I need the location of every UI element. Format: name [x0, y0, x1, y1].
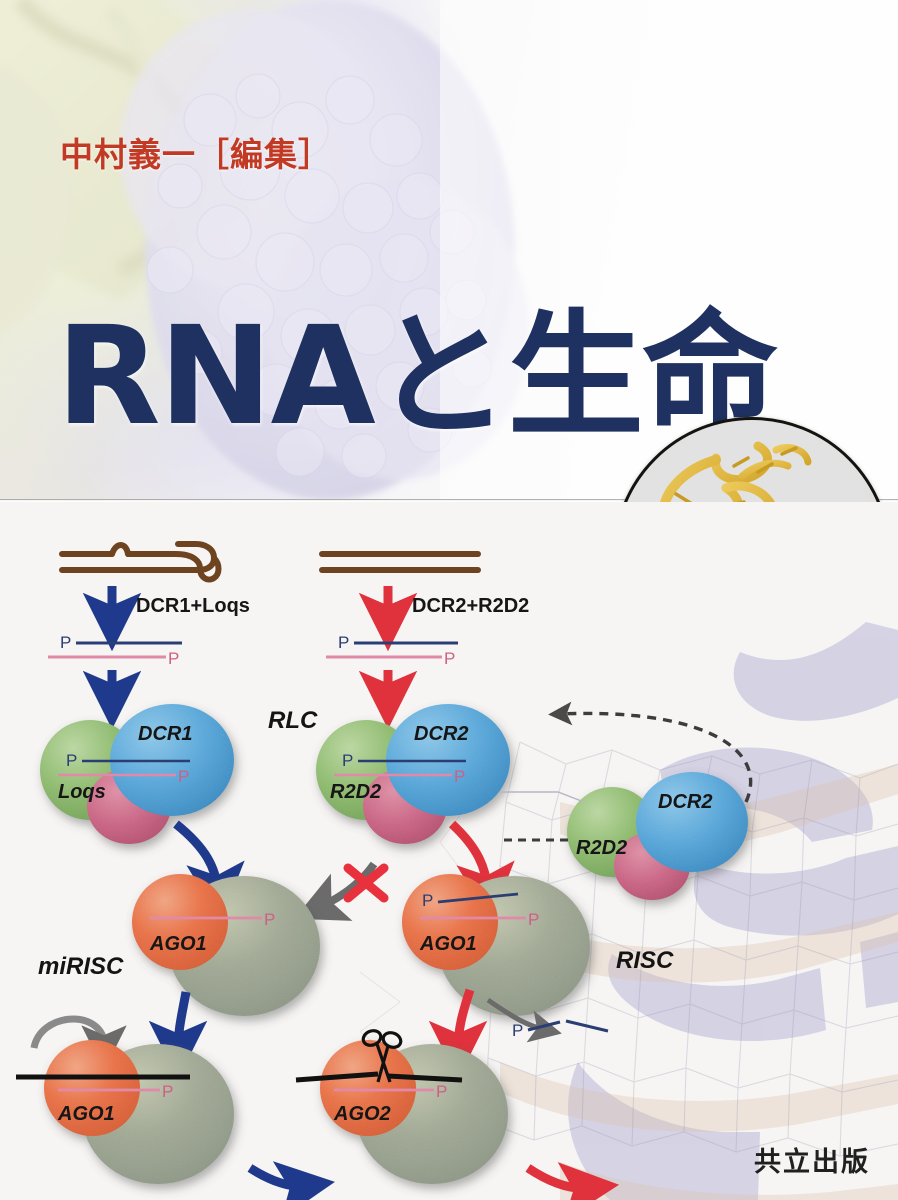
complex-right-p-5prime: P — [342, 751, 353, 770]
sirna-duplex-left: P P — [48, 633, 182, 668]
faint-connector-line — [500, 791, 585, 803]
arrow-mirisc-to-target — [148, 991, 208, 1080]
label-dcr1: DCR1 — [138, 723, 192, 745]
ago2-target-complex: P AGO2 — [295, 1029, 508, 1184]
editor-credit: 中村義一［編集］ — [60, 135, 332, 174]
surface-mesh-lines — [485, 741, 898, 1157]
risc-ago1-complex: P P AGO1 — [402, 874, 590, 1016]
risc-p-5prime: P — [422, 891, 433, 910]
dcr1-loqs-complex: DCR1 Loqs P P — [40, 704, 234, 844]
arrow-risc-outcome — [525, 1162, 620, 1200]
label-ago1-mirisc: AGO1 — [149, 933, 207, 955]
arrow-crosstalk-blocked — [294, 861, 378, 921]
ago2-target-p-label: P — [436, 1082, 447, 1101]
cover-bottom-diagram-panel: DCR1+Loqs DCR2+R2D2 P P P P — [0, 502, 898, 1200]
target-mrna-right-3p — [387, 1073, 463, 1083]
sirna-duplex-right: P P — [326, 633, 458, 668]
cover-top-artwork — [0, 0, 898, 500]
duplex-left-p-5prime: P — [60, 633, 71, 652]
label-ago1-risc: AGO1 — [419, 933, 477, 955]
duplex-left-p-3prime: P — [168, 649, 179, 668]
duplex-right-p-5prime: P — [338, 633, 349, 652]
pre-mirna-hairpin — [59, 541, 222, 583]
arrow-risc-to-target — [428, 988, 488, 1080]
label-dcr2: DCR2 — [414, 723, 468, 745]
label-dcr1-loqs: DCR1+Loqs — [136, 595, 250, 617]
target-mrna-right-5p — [295, 1071, 379, 1083]
label-rlc: RLC — [268, 707, 318, 734]
risc-p-3prime: P — [528, 910, 539, 929]
arrow-passenger-strand-release — [486, 997, 562, 1043]
label-r2d2-recycled: R2D2 — [576, 837, 627, 859]
long-dsrna — [319, 551, 481, 573]
label-dcr2-r2d2: DCR2+R2D2 — [412, 595, 529, 617]
arrow-translational-repression-loop — [30, 1015, 127, 1071]
book-title: RNAと生命 — [56, 298, 778, 457]
panel-divider-highlight — [0, 501, 898, 502]
label-r2d2: R2D2 — [330, 781, 381, 803]
rna-silencing-pathway-diagram: DCR1+Loqs DCR2+R2D2 P P P P — [16, 541, 753, 1200]
label-loqs: Loqs — [58, 781, 106, 803]
dcr2-r2d2-rlc-complex: DCR2 R2D2 P P — [316, 704, 510, 844]
released-passenger-strand: P — [512, 1019, 609, 1040]
background-helix-watermark — [359, 622, 898, 1200]
label-dcr2-recycled: DCR2 — [658, 791, 712, 813]
passenger-p-label: P — [512, 1021, 523, 1040]
red-x-block-icon — [343, 863, 389, 903]
label-risc: RISC — [616, 947, 674, 974]
complex-left-p-5prime: P — [66, 751, 77, 770]
label-mirisc: miRISC — [38, 953, 124, 980]
ago1-target-p-label: P — [162, 1082, 173, 1101]
dcr2-r2d2-recycled-complex: DCR2 R2D2 — [567, 772, 748, 900]
ago1-target-complex: P AGO1 — [16, 1040, 234, 1184]
panel-divider — [0, 499, 898, 500]
complex-right-p-3prime: P — [454, 767, 465, 786]
scissors-icon — [361, 1029, 403, 1083]
label-ago2-bottom: AGO2 — [333, 1103, 391, 1125]
dashed-recycle-arrow — [548, 701, 753, 803]
mirisc-ago1-complex: P AGO1 — [132, 874, 320, 1016]
arrow-mirisc-outcome — [247, 1161, 335, 1200]
duplex-right-p-3prime: P — [444, 649, 455, 668]
publisher-name: 共立出版 — [754, 1147, 870, 1178]
mirisc-p-label: P — [264, 910, 275, 929]
complex-left-p-3prime: P — [178, 767, 189, 786]
label-ago1-bottom: AGO1 — [57, 1103, 115, 1125]
